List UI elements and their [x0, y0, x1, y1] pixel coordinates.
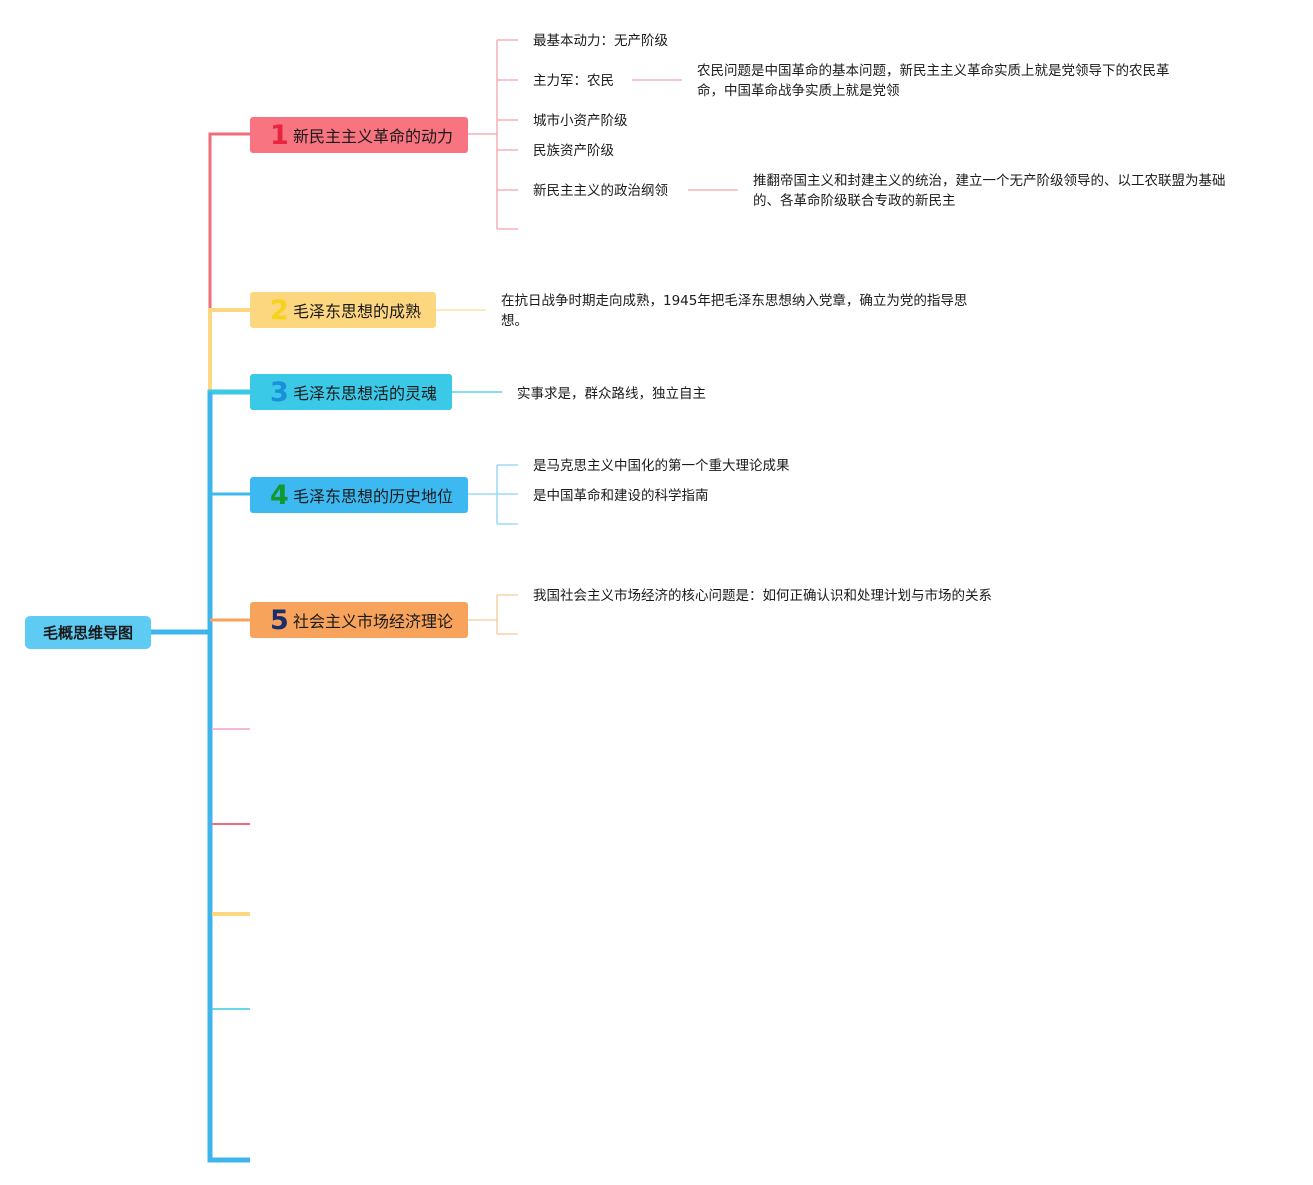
root-label: 毛概思维导图	[42, 624, 133, 642]
subtopic-1-1[interactable]: 最基本动力：无产阶级	[533, 33, 668, 49]
subtopic-2-1[interactable]: 在抗日战争时期走向成熟，1945年把毛泽东思想纳入党章，确立为党的指导思想。	[501, 293, 968, 329]
trunk-branch-1	[208, 132, 250, 632]
subtopic-1-5[interactable]: 新民主主义的政治纲领	[533, 183, 668, 199]
trunk-branch-2	[208, 308, 250, 392]
branch-4-children-lines	[468, 464, 518, 525]
subtopic-1-4[interactable]: 民族资产阶级	[533, 143, 614, 159]
branch-label-3: 毛泽东思想活的灵魂	[293, 384, 438, 403]
subtopic-3-1[interactable]: 实事求是，群众路线，独立自主	[517, 386, 706, 402]
subtopic-1-5-note[interactable]: 推翻帝国主义和封建主义的统治，建立一个无产阶级领导的、以工农联盟为基础的、各革命…	[753, 173, 1226, 209]
branch-1-children-lines	[468, 39, 738, 230]
subtopic-1-3[interactable]: 城市小资产阶级	[533, 113, 628, 129]
subtopic-5-1[interactable]: 我国社会主义市场经济的核心问题是：如何正确认识和处理计划与市场的关系	[533, 588, 992, 604]
trunk-branch-3	[207, 389, 250, 632]
branch-label-1: 新民主主义革命的动力	[293, 127, 454, 146]
branch-topic-1[interactable]: 1 新民主主义革命的动力	[250, 117, 468, 153]
branch-label-4: 毛泽东思想的历史地位	[293, 487, 454, 506]
subtopic-4-2[interactable]: 是中国革命和建设的科学指南	[533, 488, 709, 504]
branch-topic-5[interactable]: 5 社会主义市场经济理论	[250, 602, 468, 638]
branch-topic-2[interactable]: 2 毛泽东思想的成熟	[250, 292, 436, 328]
branch-label-2: 毛泽东思想的成熟	[293, 302, 422, 321]
branch-number-1: 1	[270, 119, 289, 151]
branch-topic-4[interactable]: 4 毛泽东思想的历史地位	[250, 477, 468, 513]
root-topic[interactable]: 毛概思维导图	[25, 616, 151, 649]
subtopic-4-1[interactable]: 是马克思主义中国化的第一个重大理论成果	[533, 458, 790, 474]
branch-topic-3[interactable]: 3 毛泽东思想活的灵魂	[250, 374, 452, 410]
branch-label-5: 社会主义市场经济理论	[293, 612, 454, 631]
trunk-main	[207, 392, 250, 1163]
branch-number-4: 4	[270, 479, 289, 511]
subtopic-1-2-note[interactable]: 农民问题是中国革命的基本问题，新民主主义革命实质上就是党领导下的农民革命，中国革…	[697, 63, 1170, 99]
branch-number-3: 3	[270, 376, 289, 408]
branch-5-children-lines	[468, 594, 518, 635]
branch-number-2: 2	[270, 294, 289, 326]
subtopic-1-2[interactable]: 主力军：农民	[533, 73, 614, 89]
branch-number-5: 5	[270, 604, 289, 636]
